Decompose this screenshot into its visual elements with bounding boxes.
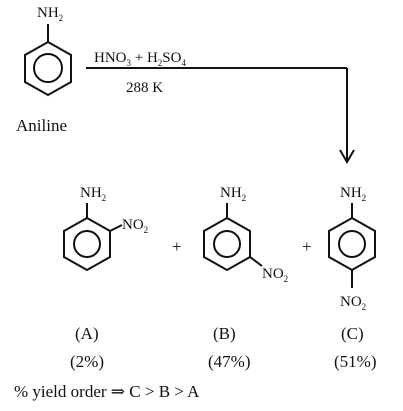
product-b-nh2-label: NH2 [220, 185, 246, 203]
product-a-yield: (2%) [70, 352, 104, 371]
product-a-label: (A) [75, 324, 99, 343]
product-c-structure: NH2 NO2 [328, 185, 376, 312]
product-c-ring [328, 216, 376, 272]
product-a-nh2-label: NH2 [80, 185, 106, 203]
plus-sign-2: + [302, 237, 312, 256]
product-c-label: (C) [341, 324, 364, 343]
product-a-structure: NH2 NO2 [63, 185, 148, 272]
yield-order-conclusion: % yield order ⇒ C > B > A [14, 382, 200, 401]
temperature-text: 288 K [126, 80, 163, 96]
aniline-name: Aniline [16, 116, 67, 135]
aniline-structure: NH2 Aniline [16, 5, 72, 135]
aniline-ring [24, 40, 72, 97]
product-c-no2-label: NO2 [340, 294, 366, 312]
aniline-nh2-label: NH2 [37, 5, 63, 23]
plus-sign-1: + [172, 237, 182, 256]
product-a-no2-label: NO2 [122, 217, 148, 235]
product-b-no2-label: NO2 [262, 266, 288, 284]
product-c-nh2-label: NH2 [340, 185, 366, 203]
aniline-aromatic-circle [33, 53, 63, 83]
product-b-no2-bond [249, 256, 263, 267]
product-b-label: (B) [213, 324, 236, 343]
arrow-head [339, 149, 355, 164]
product-a-no2-bond [109, 224, 123, 232]
product-c-aromatic-circle [338, 230, 366, 258]
product-b-yield: (47%) [208, 352, 250, 371]
reagents-text: HNO3 + H2SO4 [94, 50, 186, 68]
product-c-yield: (51%) [334, 352, 376, 371]
product-b-aromatic-circle [213, 230, 241, 258]
reaction-arrow: HNO3 + H2SO4 288 K [86, 50, 355, 164]
product-b-ring [203, 216, 251, 272]
product-a-aromatic-circle [73, 230, 101, 258]
product-b-structure: NH2 NO2 [203, 185, 288, 284]
product-a-ring [63, 216, 111, 272]
